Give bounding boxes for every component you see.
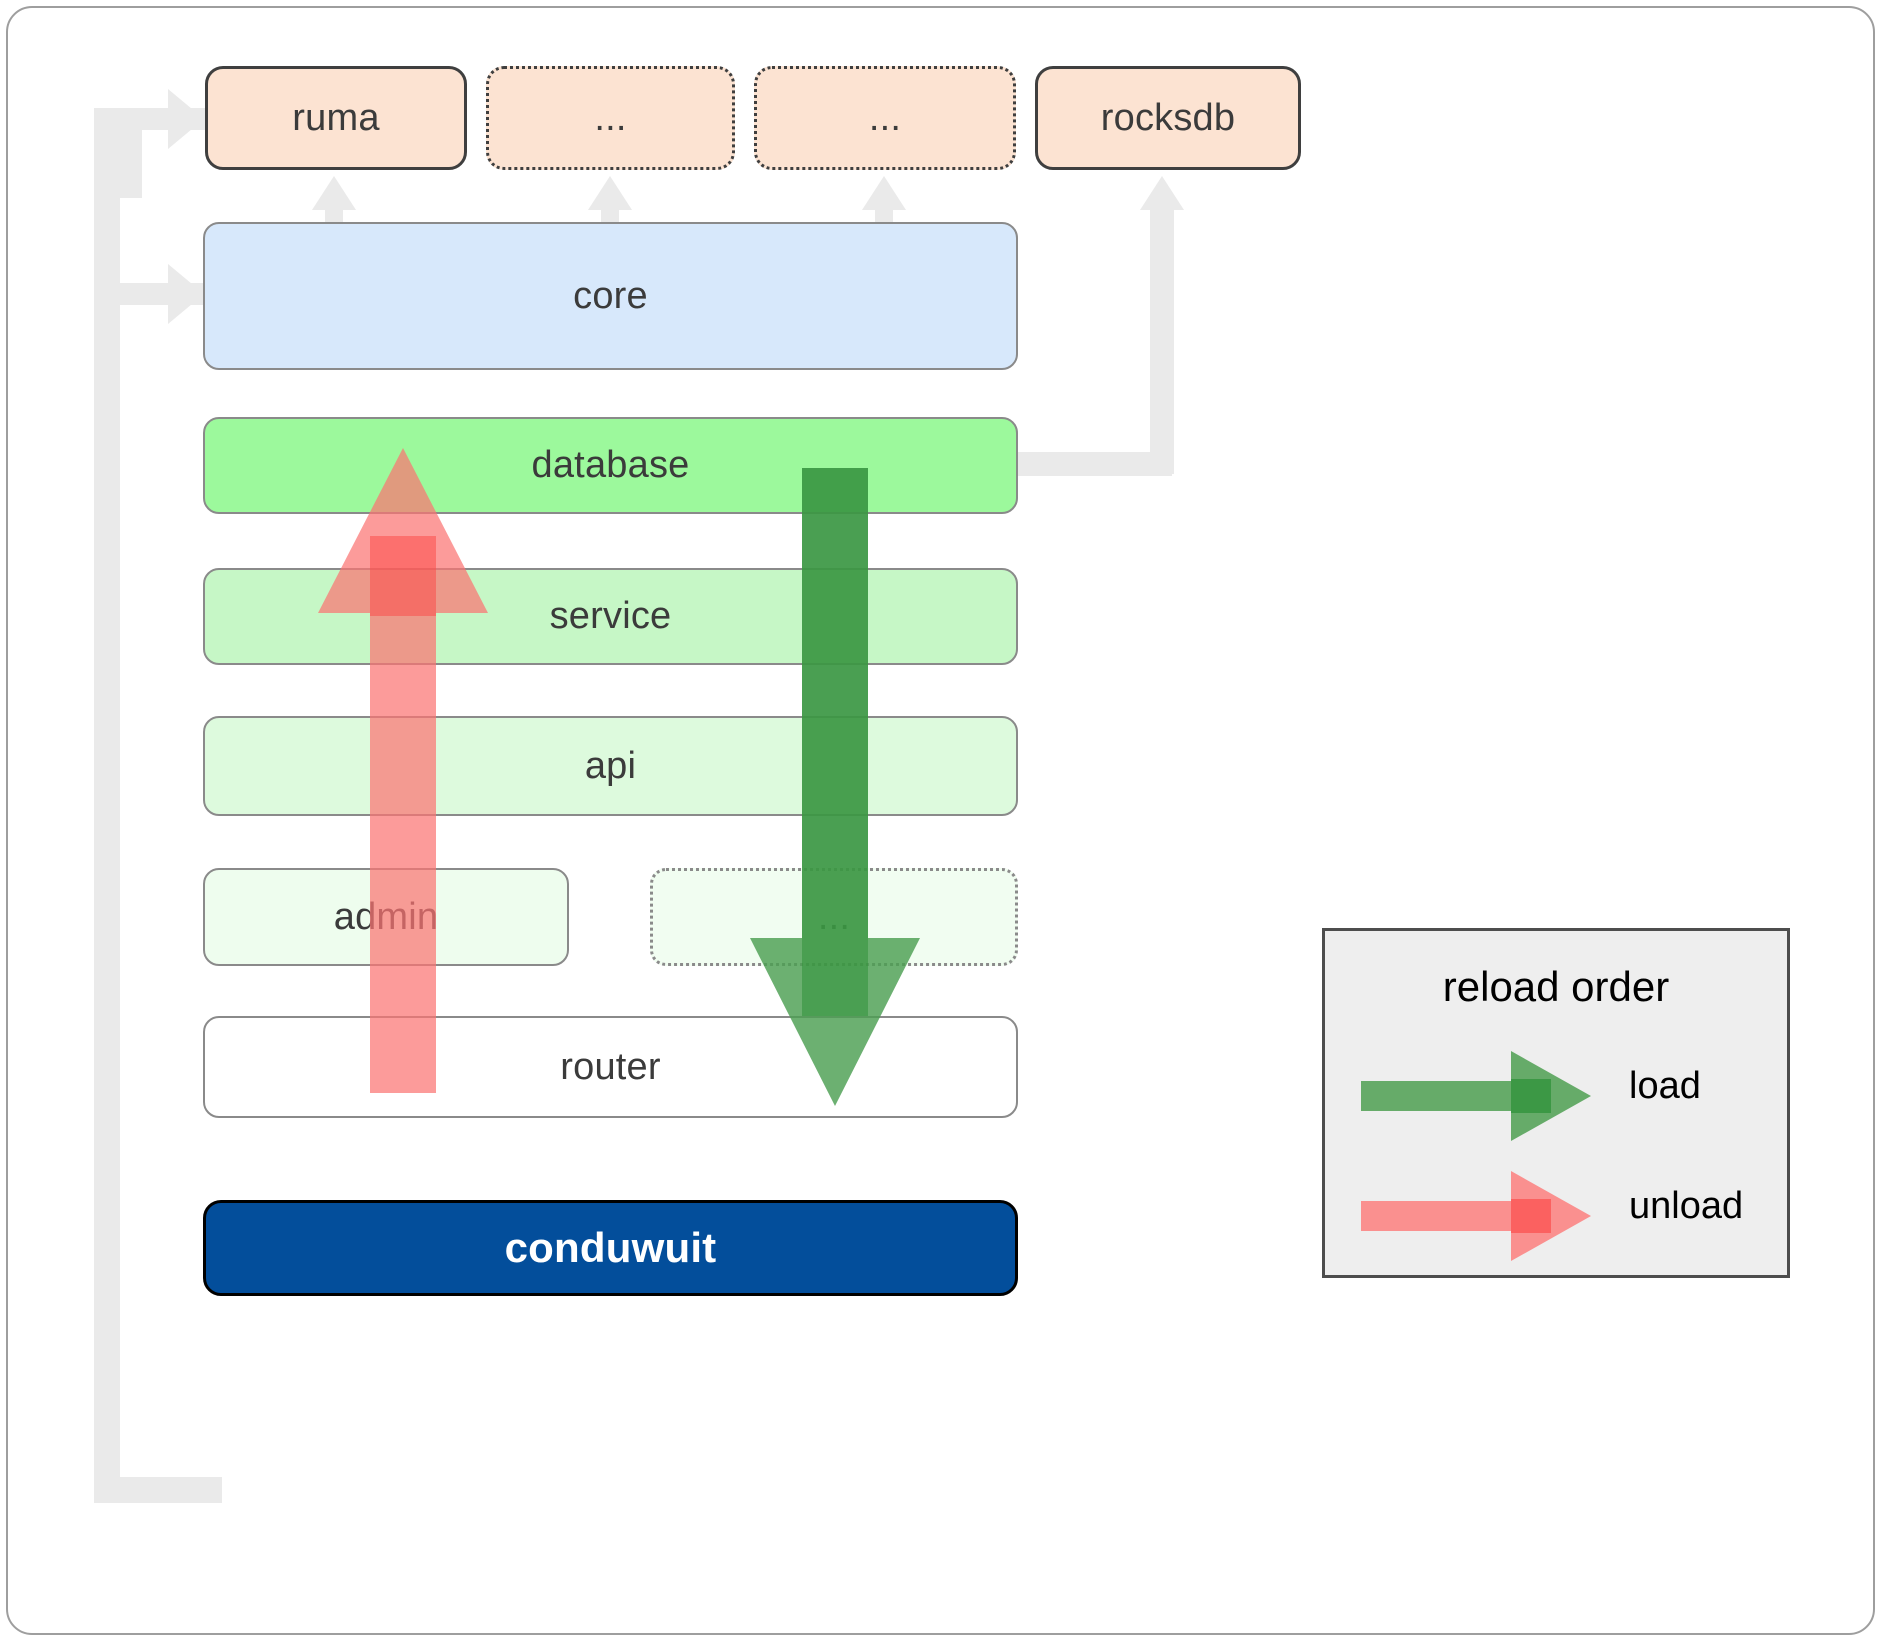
legend-row-unload: unload [1361,1171,1781,1261]
legend-load-label: load [1629,1065,1701,1107]
connector-arrow-core-to-dep-b [862,176,906,226]
dependency-box-rocksdb[interactable]: rocksdb [1035,66,1301,170]
unload-arrowhead-icon [318,448,488,1093]
connector-arrowhead-ruma [168,89,204,149]
legend-unload-arrow-icon [1361,1171,1591,1266]
root-label-conduwuit: conduwuit [504,1224,717,1271]
layer-box-router[interactable]: router [203,1016,1018,1118]
legend-row-load: load [1361,1051,1781,1141]
arrow-stem [875,202,893,226]
layer-label-core: core [573,274,648,317]
legend-title: reload order [1442,963,1670,1010]
connector-arrowhead-rocksdb [1140,176,1184,210]
root-box-conduwuit[interactable]: conduwuit [203,1200,1018,1296]
connector-arrowhead-core [168,264,204,324]
connector-arrow-core-to-ruma [312,176,356,226]
dependency-box-placeholder-b[interactable]: ... [754,66,1016,170]
unload-flow-arrow [318,448,488,1093]
legend-panel: reload order load unload [1322,928,1790,1278]
connector-trunk-to-conduwuit [94,1477,222,1503]
connector-db-rocksdb-horizontal [1010,452,1172,476]
layer-label-router: router [560,1045,661,1088]
arrow-stem [325,202,343,226]
dependency-box-placeholder-a[interactable]: ... [486,66,735,170]
legend-load-arrow-icon [1361,1051,1591,1146]
connector-trunk-vertical [94,108,120,1503]
layer-label-api: api [584,744,637,787]
layer-box-api[interactable]: api [203,716,1018,816]
load-arrow-shaft [802,468,868,1016]
dependency-box-ruma[interactable]: ruma [205,66,467,170]
layer-label-service: service [549,595,672,637]
dependency-label-placeholder-a: ... [594,96,627,139]
connector-arrow-rocksdb [1140,176,1184,212]
dependency-label-ruma: ruma [292,96,380,139]
connector-branch-ruma-vertical [120,108,142,198]
layer-box-core[interactable]: core [203,222,1018,370]
legend-unload-label: unload [1629,1185,1744,1227]
unload-arrow-notch [370,536,436,616]
arrow-stem [601,202,619,226]
connector-arrow-core-to-dep-a [588,176,632,226]
dependency-label-placeholder-b: ... [868,96,902,139]
dependency-label-rocksdb: rocksdb [1100,96,1236,139]
layer-label-database: database [531,444,690,486]
connector-db-rocksdb-vertical [1150,206,1174,474]
load-flow-arrow [750,468,920,1106]
